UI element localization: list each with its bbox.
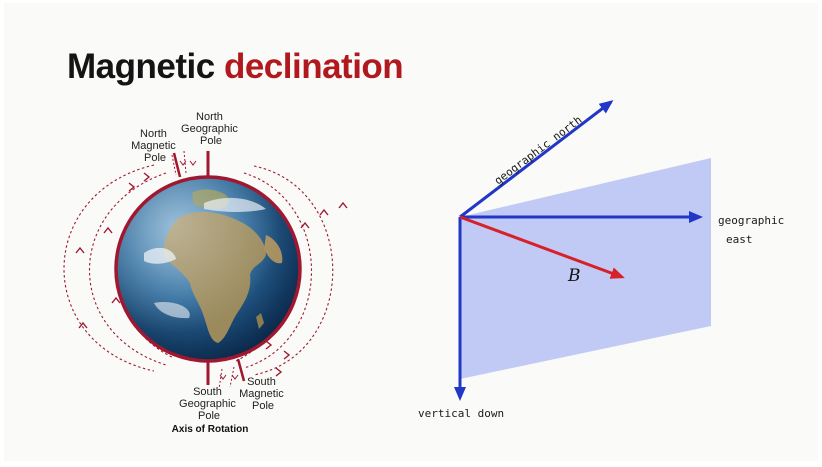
chevron-down-icon (189, 160, 197, 166)
diagram-canvas: North Geographic Pole North Magnetic Pol… (63, 100, 791, 435)
field-chevron-icon (319, 208, 329, 216)
slide-title: Magnetic declination (67, 47, 404, 87)
field-chevron-icon (128, 182, 136, 192)
field-chevron-icon (265, 340, 273, 350)
field-chevron-icon (75, 246, 85, 254)
north-magnetic-pole-label: North Magnetic Pole (131, 128, 179, 164)
north-pole-field-lines (171, 150, 239, 390)
vertical-down-label: vertical down (418, 407, 504, 420)
south-geographic-pole-label: South Geographic Pole (179, 386, 239, 422)
field-chevron-icon (103, 226, 113, 234)
axis-of-rotation-label: Axis of Rotation (172, 424, 249, 435)
north-magnetic-marker (172, 152, 182, 178)
field-chevrons (75, 172, 348, 377)
title-word-declination: declination (223, 47, 404, 86)
field-chevron-icon (78, 321, 88, 329)
declination-plane (460, 158, 711, 379)
chevron-down-icon (219, 374, 227, 380)
field-chevron-icon (143, 172, 151, 182)
earth-globe (114, 175, 302, 363)
title-word-magnetic: Magnetic (67, 47, 215, 86)
field-line-right-2 (243, 172, 312, 369)
north-geographic-pole-label: North Geographic Pole (181, 111, 241, 147)
south-magnetic-marker (236, 358, 246, 382)
south-magnetic-pole-label: South Magnetic Pole (239, 376, 287, 412)
b-field-label: B (567, 266, 581, 286)
field-chevron-icon (275, 367, 283, 377)
field-line-left-2 (89, 172, 167, 366)
field-chevron-icon (338, 201, 348, 209)
chevron-down-icon (179, 160, 187, 166)
field-line-right-3 (253, 165, 334, 376)
field-chevron-icon (111, 296, 121, 304)
geographic-east-label: geographic east (718, 214, 791, 246)
chevron-down-icon (231, 374, 239, 380)
field-chevron-icon (300, 221, 310, 229)
slide: Magnetic declination (4, 3, 818, 461)
magnetic-field-vector (459, 215, 625, 279)
field-line-left-3 (63, 164, 155, 372)
geographic-north-vector (459, 100, 614, 219)
geographic-north-label: geographic north (492, 113, 584, 187)
field-chevron-icon (283, 350, 291, 360)
pole-markers (172, 151, 246, 385)
